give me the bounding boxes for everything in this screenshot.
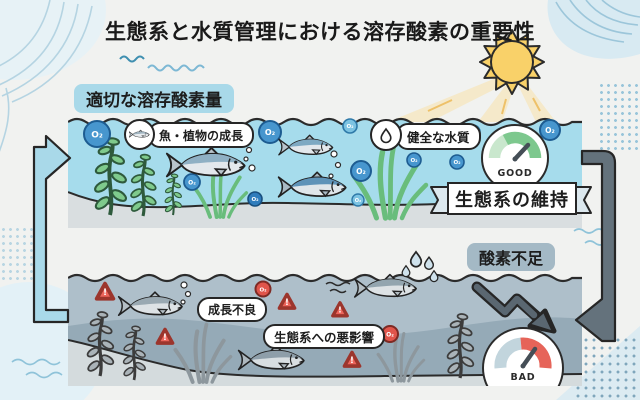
- sea-floor: [68, 192, 582, 228]
- cycle-arrow-down: [574, 149, 617, 343]
- svg-text:O₂: O₂: [188, 180, 196, 187]
- svg-text:O₂: O₂: [259, 287, 267, 293]
- splash-droplets: [401, 250, 439, 283]
- gauge-bad-label: BAD: [511, 372, 536, 383]
- page-title: 生態系と水質管理における溶存酸素の重要性: [105, 20, 535, 44]
- o2-low-bubble: O₂ O₂: [254, 280, 399, 343]
- corner-waves: [0, 0, 106, 152]
- fish-icon: [128, 129, 150, 138]
- svg-text:!: !: [350, 356, 354, 366]
- poor-growth-label: 成長不良: [197, 297, 268, 322]
- water-surface-line: [68, 273, 582, 283]
- svg-text:!: !: [338, 306, 342, 315]
- svg-text:!: !: [103, 288, 107, 298]
- svg-text:O₂: O₂: [410, 158, 418, 164]
- svg-text:O₂: O₂: [265, 128, 276, 137]
- ecosystem-banner: 生態系の維持: [447, 182, 577, 215]
- oxygen-shortage-badge: 酸素不足: [467, 243, 556, 271]
- svg-text:!: !: [285, 298, 289, 308]
- cycle-arrow-up: [32, 134, 72, 324]
- corner-waves: [547, 0, 640, 59]
- svg-text:O₂: O₂: [356, 167, 366, 176]
- small-bubbles: [180, 281, 192, 305]
- gauge-bad: BAD: [482, 327, 564, 386]
- sun-icon: [388, 29, 556, 122]
- droplet-icon: [380, 127, 392, 143]
- healthy-water-label: 健全な水質: [396, 123, 481, 150]
- dot-pattern: [574, 336, 640, 400]
- eco-impact-label: 生態系への悪影響: [263, 324, 386, 349]
- o2-bubble: O₂ O₂ O₂ O₂ O₂ O₂ O₂ O₂ O₂ O₂ O₂: [83, 118, 561, 207]
- ripple-lines: [325, 281, 351, 294]
- svg-text:O₂: O₂: [453, 160, 461, 166]
- svg-text:O₂: O₂: [346, 124, 354, 130]
- warning-icon: ! ! ! ! !: [94, 281, 362, 368]
- svg-text:O₂: O₂: [545, 126, 555, 135]
- droplet-icon-circle: [370, 119, 402, 151]
- fish-growth-label: 魚・植物の成長: [148, 122, 255, 148]
- gauge-good-label: GOOD: [497, 168, 532, 179]
- svg-text:O₂: O₂: [355, 198, 361, 204]
- decline-arrow: [471, 281, 557, 334]
- squiggle-decor: [119, 55, 205, 72]
- svg-text:O₂: O₂: [386, 332, 394, 339]
- svg-text:!: !: [163, 333, 167, 343]
- svg-text:O₂: O₂: [91, 131, 103, 141]
- fish-icon-circle: [124, 119, 155, 150]
- svg-text:O₂: O₂: [251, 197, 259, 203]
- healthy-oxygen-badge: 適切な溶存酸素量: [74, 84, 234, 113]
- water-surface-line: [68, 117, 582, 127]
- gauge-good: GOOD: [481, 124, 549, 192]
- dot-pattern: [598, 82, 640, 152]
